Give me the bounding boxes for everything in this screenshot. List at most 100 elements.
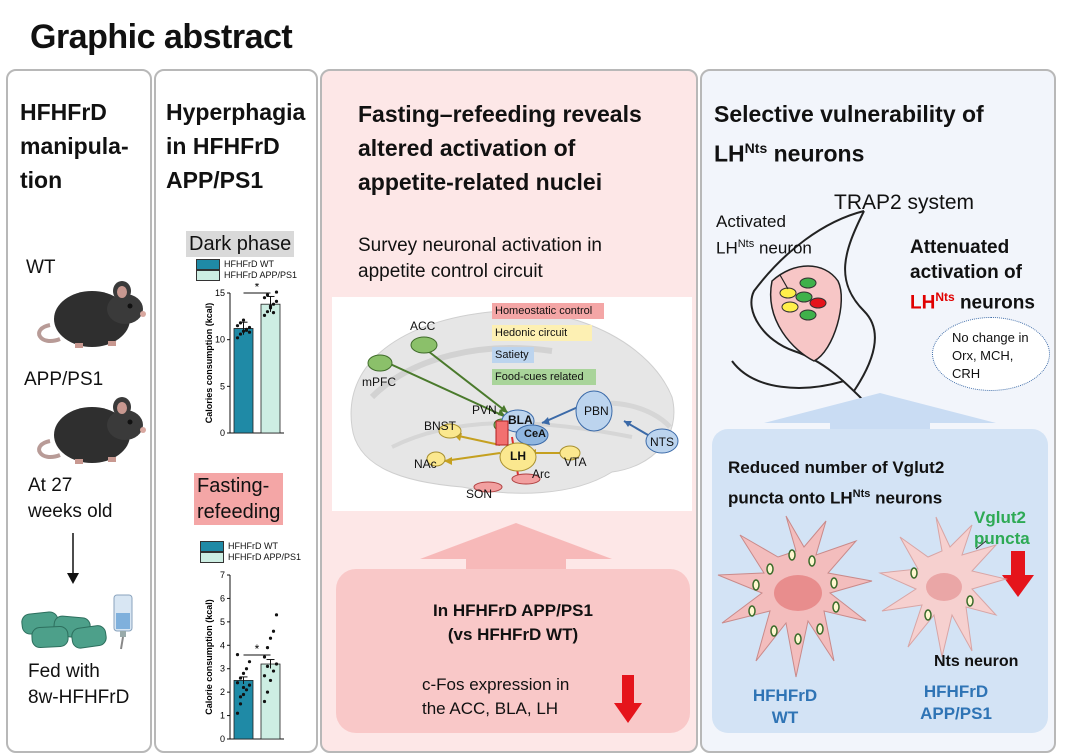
data-point [262,674,267,678]
nucleus-pvn-red [495,420,509,446]
nucleus-bnst [438,423,462,439]
label-bnst: BNST [424,419,457,433]
nucleus-lh [499,442,537,472]
legend-dark: HFHFrD WT HFHFrD APP/PS1 [196,259,297,282]
data-point [238,321,243,325]
y-tick-label: 0 [220,734,225,744]
data-point [238,695,243,699]
y-tick-label: 5 [220,617,225,627]
significance-star: * [255,283,260,294]
data-point [274,662,279,666]
data-point [241,685,246,690]
neuron-yellow-1 [779,287,797,299]
data-point [271,669,276,673]
y-axis-label: Calories consumption (kcal) [204,303,214,424]
wt-group-label: HFHFrD WT [752,686,818,727]
data-point [271,311,276,315]
data-point [235,324,240,328]
cfos-text: c-Fos expression in the ACC, BLA, LH [422,675,570,718]
data-point [241,329,246,333]
no-change-text: No change in Orx, MCH, CRH [952,330,1029,381]
data-point [268,304,273,308]
dark-phase-label: Dark phase [186,231,295,257]
nucleus-nts [645,428,679,454]
neuron-app-illustration [878,516,1008,658]
vglut2-puncta-label: Vglut2 puncta [974,508,1030,548]
label-mpfc: mPFC [362,375,396,389]
legend-wt-swatch-2 [200,541,224,553]
y-tick-label: 2 [220,687,225,697]
data-point [268,678,273,683]
survey-text: Survey neuronal activation in appetite c… [358,235,602,282]
data-point [265,293,270,297]
panel4-title: Selective vulnerability of LHNts neurons [714,101,984,167]
data-point [265,310,270,314]
label-lh: LH [510,449,526,463]
data-point [235,681,240,685]
data-point [244,688,249,692]
data-point [262,313,267,317]
label-bla: BLA [508,413,533,427]
panel-selective-vulnerability: Selective vulnerability of LHNts neurons… [700,69,1056,753]
data-point [247,330,252,334]
legend-satiety-swatch [492,347,534,363]
label-vta: VTA [564,455,587,469]
neuron-green-3 [799,309,817,321]
fasting-refeeding-label: Fasting- refeeding [194,473,284,525]
label-son: SON [466,487,493,501]
label-nts: NTS [650,435,674,449]
data-point [274,299,279,303]
legend-wt-swatch [196,259,220,271]
data-point [274,613,279,617]
age-label: At 27 weeks old [28,475,113,522]
activated-neuron-label: Activated LHNts neuron [716,212,812,258]
panel2-title: Hyperphagia in HFHFrD APP/PS1 [166,99,306,193]
no-change-bubble [932,317,1050,391]
neuron-red [809,297,827,309]
food-pellets-icon [21,594,133,650]
data-point [235,711,240,715]
label-arc: Arc [532,467,550,481]
y-tick-label: 10 [215,335,225,345]
legend-hedonic-swatch [492,325,592,341]
y-tick-label: 7 [220,570,225,580]
app-group-label: HFHFrD APP/PS1 [920,682,992,723]
label-nac: NAc [414,457,437,471]
down-arrow-icon [67,533,79,584]
decrease-arrow-icon-2 [1002,551,1034,597]
data-point [262,699,267,704]
data-point [235,336,240,340]
up-arrow-icon-2 [764,393,996,433]
data-point [244,328,249,332]
panel1-title: HFHFrD manipula- tion [20,99,129,193]
reduced-vglut2-text: Reduced number of Vglut2 puncta onto LHN… [728,458,945,508]
wt-label: WT [26,257,56,278]
data-point [238,332,243,336]
nucleus-acc [410,336,438,354]
nucleus-arc [511,473,541,485]
nucleus-nac [426,451,446,467]
y-tick-label: 4 [220,640,225,650]
trap2-label: TRAP2 system [834,191,975,214]
graphic-abstract-title: Graphic abstract [30,18,293,56]
data-point [265,690,270,694]
y-tick-label: 3 [220,664,225,674]
data-point [247,683,252,687]
data-point [265,646,270,650]
data-point [241,692,246,697]
label-pbn: PBN [584,404,609,418]
neuron-green-2 [795,291,813,303]
y-tick-label: 6 [220,593,225,603]
bar-app-ps1 [260,303,281,434]
panel-fasting-refeeding: Fasting–refeeding reveals altered activa… [320,69,698,753]
data-point [241,671,246,675]
nts-neuron-label: Nts neuron [934,653,1019,670]
bar-wt [233,328,254,434]
mouse-app-ps1-icon [37,397,146,464]
data-point [235,653,240,657]
data-point [271,302,276,306]
significance-star: * [255,642,260,656]
data-point [271,629,276,633]
legend-app-swatch-2 [200,552,224,564]
